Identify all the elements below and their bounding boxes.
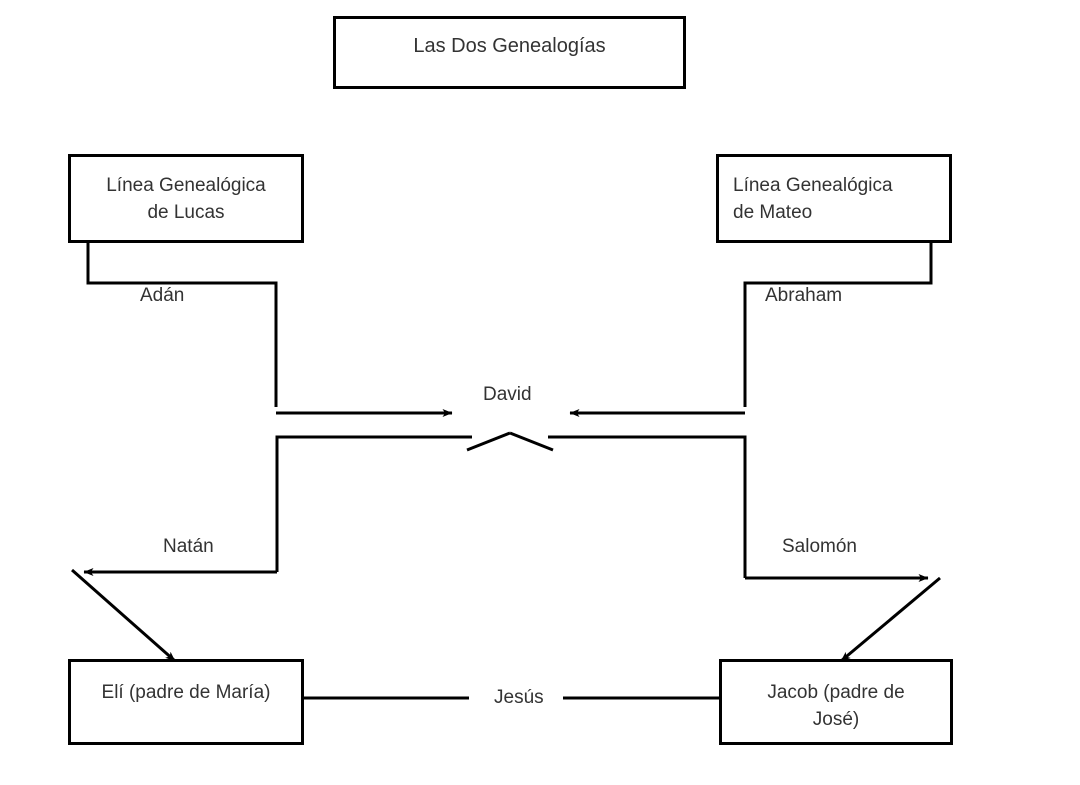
edge-label-salomon: Salomón <box>782 536 857 557</box>
box-label-mateo: Línea Genealógica de Mateo <box>733 175 893 223</box>
edge-label-abraham: Abraham <box>765 285 843 306</box>
box-label-eli: Elí (padre de María) <box>101 682 271 703</box>
box-jacob-padre-de-jose: Jacob (padre de José) <box>719 659 953 745</box>
box-eli-padre-de-maria: Elí (padre de María) <box>68 659 304 745</box>
wire-lucas-to-adan <box>86 243 278 407</box>
wire-natan-to-eli-diagonal <box>71 568 176 663</box>
edge-label-adan: Adán <box>140 285 185 306</box>
box-linea-genealogica-de-lucas: Línea Genealógica de Lucas <box>68 154 304 243</box>
edge-label-natan: Natán <box>163 536 214 557</box>
edge-label-jesus: Jesús <box>494 687 544 708</box>
page-title: Las Dos Genealogías <box>413 35 606 57</box>
edge-label-david: David <box>483 384 532 405</box>
wire-david-apex-left <box>466 431 511 452</box>
wire-david-apex-right <box>509 431 554 452</box>
wire-mateo-to-abraham <box>743 243 933 407</box>
box-label-lucas: Línea Genealógica de Lucas <box>106 175 266 223</box>
wire-salomon-to-jacob-diagonal <box>840 576 941 663</box>
box-label-jacob: Jacob (padre de José) <box>767 682 905 730</box>
title-box: Las Dos Genealogías <box>333 16 686 89</box>
box-linea-genealogica-de-mateo: Línea Genealógica de Mateo <box>716 154 952 243</box>
wire-david-to-salomon <box>548 435 747 578</box>
wire-david-to-natan <box>275 435 472 572</box>
